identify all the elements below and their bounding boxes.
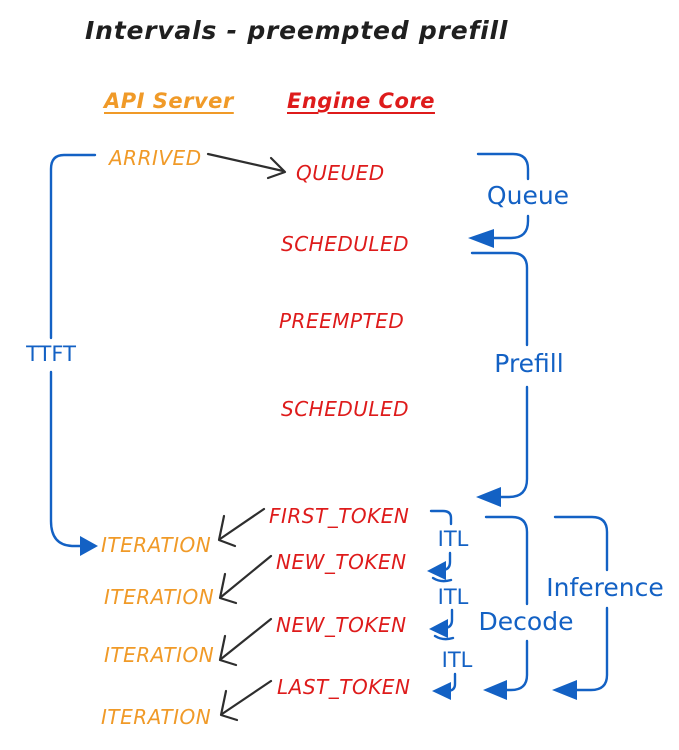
itl-interval-label-3: ITL	[438, 649, 476, 671]
itl-bracket-1	[427, 509, 453, 583]
api-event-arrived: ARRIVED	[109, 146, 202, 170]
queue-interval-label: Queue	[483, 182, 573, 210]
last-token-to-iteration-arrow	[219, 679, 273, 722]
inference-bracket	[552, 515, 609, 700]
engine-core-column-header: Engine Core	[287, 89, 435, 113]
itl-bracket-2	[429, 608, 455, 641]
new-token-to-iteration-arrow-2	[218, 617, 273, 667]
queue-bracket	[468, 152, 530, 248]
engine-event-last-token: LAST_TOKEN	[277, 675, 411, 699]
engine-event-new-token-1: NEW_TOKEN	[276, 550, 407, 574]
engine-event-preempted: PREEMPTED	[279, 309, 405, 333]
prefill-bracket	[470, 251, 529, 507]
diagram-title: Intervals - preempted prefill	[85, 16, 509, 45]
ttft-bracket	[49, 153, 98, 556]
itl-interval-label-1: ITL	[434, 528, 472, 550]
api-event-iteration-1: ITERATION	[101, 533, 212, 557]
api-server-column-header: API Server	[104, 89, 234, 113]
engine-event-queued: QUEUED	[296, 161, 385, 185]
inference-interval-label: Inference	[543, 574, 667, 602]
decode-interval-label: Decode	[475, 608, 577, 636]
arrived-to-queued-arrow	[206, 152, 287, 180]
itl-bracket-3	[432, 672, 457, 700]
first-token-to-iteration-arrow	[217, 507, 266, 548]
api-event-iteration-4: ITERATION	[101, 705, 212, 729]
decode-bracket	[483, 515, 529, 700]
engine-event-first-token: FIRST_TOKEN	[269, 504, 410, 528]
new-token-to-iteration-arrow-1	[218, 554, 273, 605]
ttft-interval-label: TTFT	[23, 343, 79, 365]
engine-event-scheduled-2: SCHEDULED	[281, 397, 410, 421]
itl-interval-label-2: ITL	[434, 586, 472, 608]
engine-event-scheduled-1: SCHEDULED	[281, 232, 410, 256]
prefill-interval-label: Prefill	[491, 350, 567, 378]
engine-event-new-token-2: NEW_TOKEN	[276, 613, 407, 637]
api-event-iteration-3: ITERATION	[104, 643, 215, 667]
api-event-iteration-2: ITERATION	[104, 585, 215, 609]
